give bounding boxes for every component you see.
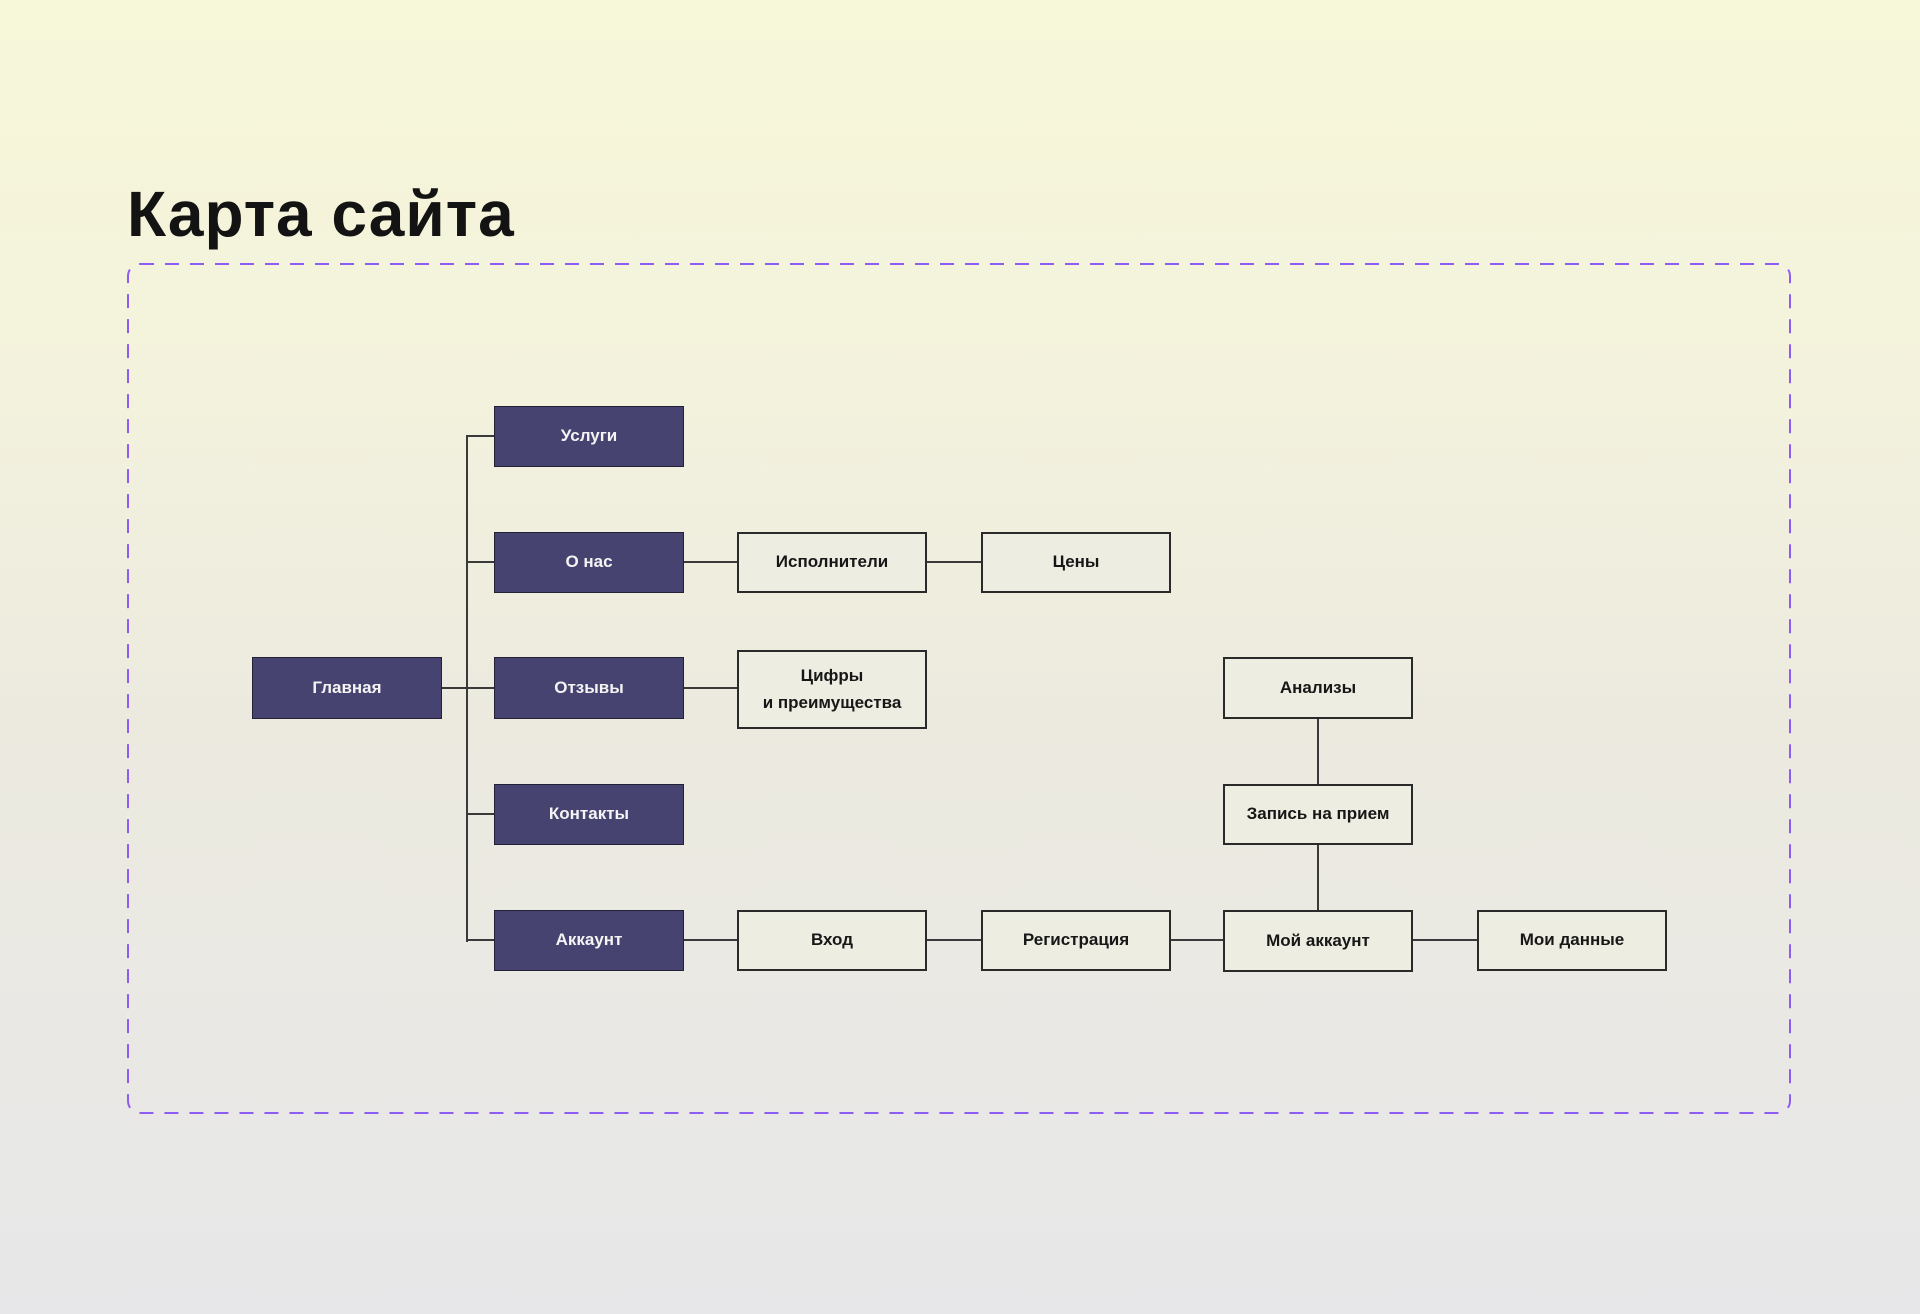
node-uslugi[interactable]: Услуги xyxy=(494,406,684,467)
node-moi-dannye[interactable]: Мои данные xyxy=(1477,910,1667,971)
connector-trunk-akkaunt xyxy=(466,939,494,941)
node-tsifry-i-preimushchestva[interactable]: Цифры и преимущества xyxy=(737,650,927,729)
node-kontakty[interactable]: Контакты xyxy=(494,784,684,845)
node-zapis-na-priem[interactable]: Запись на прием xyxy=(1223,784,1413,845)
connector-otzyvy-tsifry xyxy=(684,687,737,689)
connector-trunk-vertical xyxy=(466,436,468,942)
node-glavnaya[interactable]: Главная xyxy=(252,657,442,719)
connector-glavnaya-otzyvy xyxy=(442,687,494,689)
node-otzyvy[interactable]: Отзывы xyxy=(494,657,684,719)
node-o-nas[interactable]: О нас xyxy=(494,532,684,593)
connector-registratsiya-moy-akkaunt xyxy=(1171,939,1223,941)
node-analizy[interactable]: Анализы xyxy=(1223,657,1413,719)
node-ispolniteli[interactable]: Исполнители xyxy=(737,532,927,593)
connector-zapis-moy-akkaunt xyxy=(1317,845,1319,911)
connector-moy-akkaunt-moi-dannye xyxy=(1413,939,1477,941)
connector-akkaunt-vkhod xyxy=(684,939,737,941)
connector-trunk-o-nas xyxy=(466,561,494,563)
node-registratsiya[interactable]: Регистрация xyxy=(981,910,1171,971)
node-akkaunt[interactable]: Аккаунт xyxy=(494,910,684,971)
connector-vkhod-registratsiya xyxy=(927,939,981,941)
connector-ispolniteli-tseny xyxy=(927,561,981,563)
connector-analizy-zapis xyxy=(1317,719,1319,785)
connector-o-nas-ispolniteli xyxy=(684,561,737,563)
node-vkhod[interactable]: Вход xyxy=(737,910,927,971)
page-title: Карта сайта xyxy=(127,178,515,250)
node-moy-akkaunt[interactable]: Мой аккаунт xyxy=(1223,910,1413,972)
connector-trunk-uslugi xyxy=(466,435,494,437)
node-tseny[interactable]: Цены xyxy=(981,532,1171,593)
connector-trunk-kontakty xyxy=(466,813,494,815)
